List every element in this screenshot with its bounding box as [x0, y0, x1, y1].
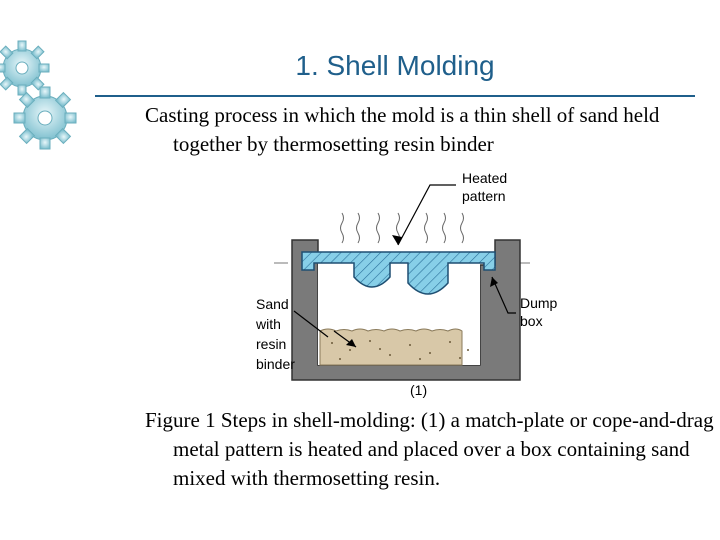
label-resin: resin [256, 336, 286, 352]
sand-resin [319, 328, 463, 366]
label-step: (1) [410, 382, 427, 398]
gear-icon [0, 40, 50, 96]
label-heated: Heated [462, 170, 507, 186]
arrowheads [346, 235, 498, 347]
slide-title: 1. Shell Molding [295, 50, 495, 81]
label-with: with [255, 316, 281, 332]
title-divider [95, 95, 695, 97]
label-binder: binder [256, 356, 295, 372]
sand-grains [331, 340, 469, 360]
shell-molding-figure: Heated pattern Dump box Sand with resin … [255, 170, 558, 398]
label-dump: Dump [520, 295, 558, 311]
label-box: box [520, 313, 543, 329]
leader-lines [293, 184, 516, 348]
intro-text: Casting process in which the mold is a t… [145, 103, 660, 156]
label-pattern: pattern [462, 188, 506, 204]
label-sand: Sand [256, 296, 289, 312]
figure-caption: Figure 1 Steps in shell‑molding: (1) a m… [145, 408, 714, 490]
gears-decoration [0, 40, 77, 150]
gear-icon [13, 86, 77, 150]
heated-pattern [301, 251, 496, 295]
